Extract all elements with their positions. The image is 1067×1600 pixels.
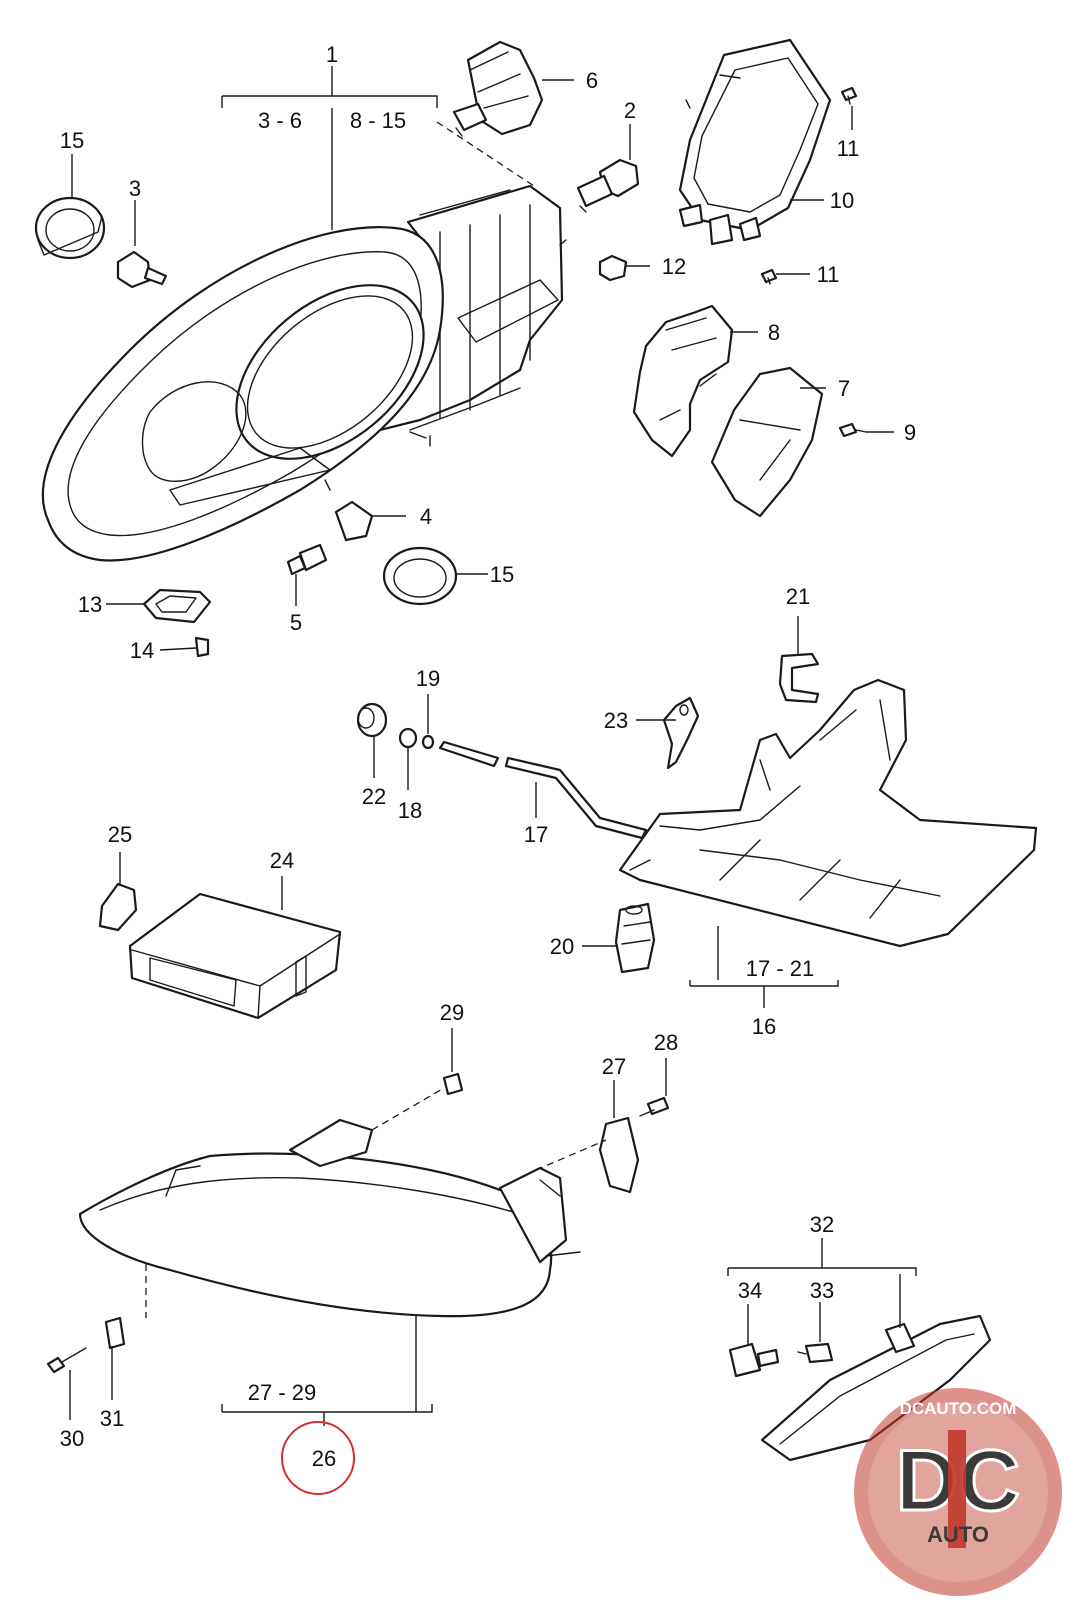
part-23-bracket bbox=[662, 696, 700, 770]
part-6-bulb-module bbox=[452, 40, 544, 137]
label-26-range: 27 - 29 bbox=[248, 1380, 317, 1405]
part-20-plug bbox=[614, 902, 656, 974]
bracket-26 bbox=[221, 1316, 433, 1426]
label-13: 13 bbox=[78, 592, 102, 617]
part-27-bracket bbox=[598, 1116, 640, 1194]
label-9: 9 bbox=[904, 420, 916, 445]
label-22: 22 bbox=[362, 784, 386, 809]
label-19: 19 bbox=[416, 666, 440, 691]
label-16: 16 bbox=[752, 1014, 776, 1039]
leader-dash-29 bbox=[371, 1087, 445, 1131]
label-1: 1 bbox=[326, 42, 338, 67]
part-30-screw bbox=[46, 1347, 87, 1374]
part-25-clip bbox=[98, 882, 138, 932]
part-24-module bbox=[128, 892, 342, 1020]
label-15-left: 15 bbox=[60, 128, 84, 153]
label-27: 27 bbox=[602, 1054, 626, 1079]
part-labels: 1 3 - 6 8 - 15 2 3 4 5 6 7 8 9 10 11 11 … bbox=[60, 42, 916, 1471]
part-18-plug bbox=[398, 727, 418, 749]
label-30: 30 bbox=[60, 1426, 84, 1451]
part-15-cap-right bbox=[382, 546, 458, 606]
label-11-top: 11 bbox=[837, 136, 860, 161]
label-12: 12 bbox=[662, 254, 686, 279]
label-10: 10 bbox=[830, 188, 854, 213]
part-31-nut bbox=[104, 1316, 126, 1350]
headlight-housing bbox=[41, 184, 567, 576]
watermark-sub-text: AUTO bbox=[927, 1522, 989, 1547]
bracket-16 bbox=[689, 926, 839, 1008]
leader-lines bbox=[69, 79, 894, 1420]
label-21: 21 bbox=[786, 584, 810, 609]
label-6: 6 bbox=[586, 68, 598, 93]
label-7: 7 bbox=[838, 376, 850, 401]
label-17: 17 bbox=[524, 822, 548, 847]
highlight-circle-26 bbox=[281, 1421, 355, 1495]
part-11-screw-top bbox=[840, 86, 858, 105]
part-28-screw bbox=[639, 1096, 670, 1117]
label-5: 5 bbox=[290, 610, 302, 635]
part-21-clip bbox=[778, 652, 820, 704]
label-25: 25 bbox=[108, 822, 132, 847]
part-32-side-marker bbox=[760, 1314, 992, 1462]
label-28: 28 bbox=[654, 1030, 678, 1055]
label-11-mid: 11 bbox=[817, 262, 840, 287]
part-14-screw bbox=[194, 636, 210, 658]
bracket-1 bbox=[221, 66, 538, 230]
label-20: 20 bbox=[550, 934, 574, 959]
part-34-socket bbox=[728, 1342, 780, 1378]
dcauto-watermark-logo: DCAUTO.COM DC AUTO bbox=[854, 1388, 1062, 1596]
part-7-ballast bbox=[710, 366, 824, 518]
label-14: 14 bbox=[130, 638, 154, 663]
label-3: 3 bbox=[129, 176, 141, 201]
part-12-clip bbox=[598, 254, 628, 282]
part-19-ring bbox=[421, 734, 435, 750]
part-16-tray bbox=[618, 678, 1038, 948]
label-1-left-range: 3 - 6 bbox=[258, 108, 302, 133]
watermark-site-text: DCAUTO.COM bbox=[900, 1399, 1017, 1418]
label-34: 34 bbox=[738, 1278, 762, 1303]
part-13-pad bbox=[142, 588, 212, 624]
part-9-screw bbox=[838, 422, 867, 438]
label-18: 18 bbox=[398, 798, 422, 823]
label-1-right-range: 8 - 15 bbox=[350, 108, 406, 133]
label-4: 4 bbox=[420, 504, 432, 529]
part-11-screw-mid bbox=[760, 268, 778, 285]
label-26: 26 bbox=[312, 1446, 336, 1471]
label-2: 2 bbox=[624, 98, 636, 123]
label-29: 29 bbox=[440, 1000, 464, 1025]
part-29-grommet bbox=[442, 1072, 464, 1096]
label-32: 32 bbox=[810, 1212, 834, 1237]
label-24: 24 bbox=[270, 848, 294, 873]
bracket-32 bbox=[727, 1238, 917, 1328]
leader-dash-27 bbox=[535, 1139, 607, 1171]
label-15-right: 15 bbox=[490, 562, 514, 587]
part-22-grommet bbox=[356, 702, 388, 738]
label-31: 31 bbox=[100, 1406, 124, 1431]
part-33-bulb bbox=[797, 1342, 834, 1364]
part-8-bracket bbox=[632, 304, 734, 458]
part-15-cap-left bbox=[34, 196, 106, 260]
part-3-bulb bbox=[116, 250, 168, 289]
label-8: 8 bbox=[768, 320, 780, 345]
part-2-bulb bbox=[576, 158, 640, 213]
part-10-cover bbox=[678, 38, 832, 246]
label-33: 33 bbox=[810, 1278, 834, 1303]
part-26-fog-light bbox=[78, 1118, 581, 1318]
label-16-range: 17 - 21 bbox=[746, 956, 815, 981]
label-23: 23 bbox=[604, 708, 628, 733]
